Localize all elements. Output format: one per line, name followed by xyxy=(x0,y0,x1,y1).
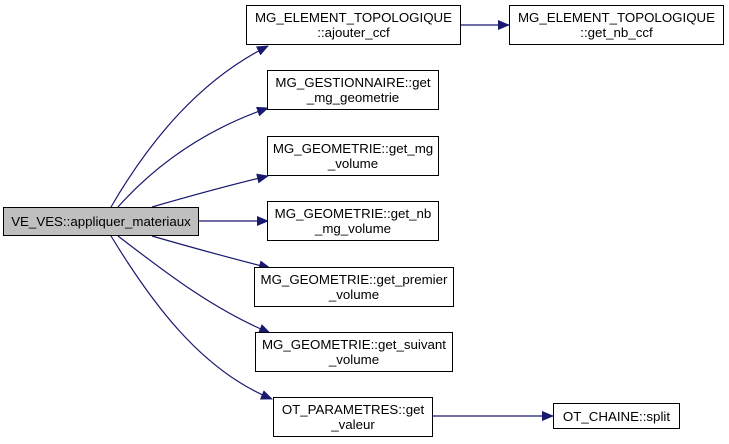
node-label: MG_GEOMETRIE::get_premier_volume xyxy=(261,272,448,302)
node-label-line: MG_GEOMETRIE::get_suivant xyxy=(261,337,446,352)
node-label: MG_GESTIONNAIRE::get_mg_geometrie xyxy=(275,75,430,105)
node-label-line: ::ajouter_ccf xyxy=(317,25,390,40)
node-label-line: MG_GEOMETRIE::get_nb xyxy=(274,206,432,221)
node-label: MG_ELEMENT_TOPOLOGIQUE::get_nb_ccf xyxy=(518,10,715,40)
node-label-line: _mg_volume xyxy=(314,221,392,236)
node-label: MG_GEOMETRIE::get_suivant_volume xyxy=(262,337,446,367)
edge-root-to-get_mg_volume xyxy=(151,173,269,208)
node-get-mg-geometrie[interactable]: MG_GESTIONNAIRE::get_mg_geometrie xyxy=(267,70,439,110)
node-get-mg-volume[interactable]: MG_GEOMETRIE::get_mg_volume xyxy=(267,136,439,176)
node-label-line: OT_CHAINE::split xyxy=(562,408,671,424)
node-label-line: MG_GEOMETRIE::get_mg xyxy=(272,141,434,156)
node-label-line: OT_PARAMETRES::get xyxy=(281,402,425,417)
node-label-line: _valeur xyxy=(331,417,375,432)
node-label-line: _volume xyxy=(328,287,380,302)
node-label-line: MG_ELEMENT_TOPOLOGIQUE xyxy=(254,10,453,25)
node-label: MG_GEOMETRIE::get_mg_volume xyxy=(273,141,433,171)
node-get-suivant-volume[interactable]: MG_GEOMETRIE::get_suivant_volume xyxy=(255,332,453,372)
node-root: VE_VES::appliquer_materiaux xyxy=(3,207,199,236)
node-get-nb-ccf[interactable]: MG_ELEMENT_TOPOLOGIQUE::get_nb_ccf xyxy=(509,5,724,45)
edge-root-to-get_mg_geometrie xyxy=(117,106,269,208)
node-split[interactable]: OT_CHAINE::split xyxy=(553,403,680,429)
node-ajouter-ccf[interactable]: MG_ELEMENT_TOPOLOGIQUE::ajouter_ccf xyxy=(246,5,461,45)
node-label: MG_GEOMETRIE::get_nb_mg_volume xyxy=(275,206,432,236)
node-label-line: MG_GEOMETRIE::get_premier xyxy=(260,272,448,287)
node-label-line: MG_ELEMENT_TOPOLOGIQUE xyxy=(517,10,716,25)
node-label-line: ::get_nb_ccf xyxy=(580,25,653,40)
node-label: OT_CHAINE::split xyxy=(563,409,670,424)
node-get-valeur[interactable]: OT_PARAMETRES::get_valeur xyxy=(273,397,433,437)
node-label-line: _volume xyxy=(327,156,379,171)
edge-root-to-ajouter_ccf xyxy=(110,45,269,208)
edge-root-to-get_valeur xyxy=(110,235,273,400)
node-get-nb-mg-volume[interactable]: MG_GEOMETRIE::get_nb_mg_volume xyxy=(267,201,439,241)
node-label-line: MG_GESTIONNAIRE::get xyxy=(275,75,431,90)
node-label-line: _volume xyxy=(328,352,380,367)
node-label: VE_VES::appliquer_materiaux xyxy=(11,214,191,229)
edge-root-to-get_suivant_volume xyxy=(117,235,271,334)
node-get-premier-volume[interactable]: MG_GEOMETRIE::get_premier_volume xyxy=(254,267,454,307)
node-label: OT_PARAMETRES::get_valeur xyxy=(282,402,424,432)
edge-root-to-get_premier_volume xyxy=(151,235,271,271)
node-label: MG_ELEMENT_TOPOLOGIQUE::ajouter_ccf xyxy=(255,10,452,40)
node-label-line: _mg_geometrie xyxy=(306,90,400,105)
node-label-line: VE_VES::appliquer_materiaux xyxy=(11,214,191,229)
